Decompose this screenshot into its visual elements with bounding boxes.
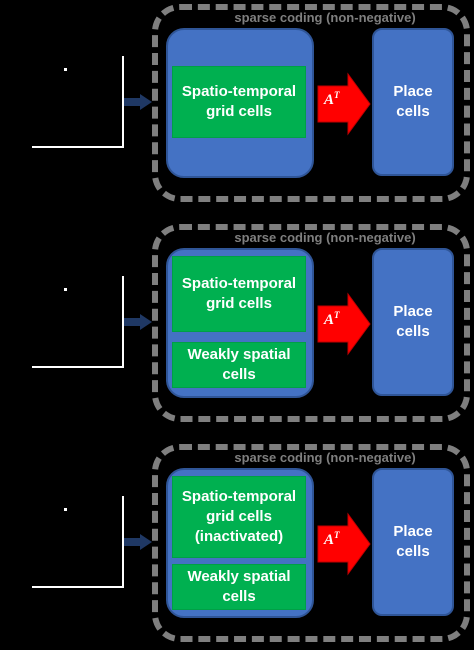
position-dot [64,508,67,511]
input-trajectory-plot [32,276,124,368]
grid-cells-label: Spatio-temporal grid cells (inactivated) [181,488,297,545]
place-cells-label: Place cells [393,303,433,340]
operator-label: AT [324,310,340,328]
input-arrow-icon [124,314,152,330]
panel-1: sparse coding (non-negative) Spatio-temp… [0,0,474,210]
input-arrow-icon [124,534,152,550]
plot-axis-vertical [122,56,124,148]
plot-axis-vertical [122,276,124,368]
frame-title: sparse coding (non-negative) [234,450,416,465]
place-cells-box: Place cells [372,468,454,616]
frame-title: sparse coding (non-negative) [234,230,416,245]
plot-axis-vertical [122,496,124,588]
red-arrow-icon [317,72,371,136]
input-trajectory-plot [32,496,124,588]
input-trajectory-plot [32,56,124,148]
input-arrow-icon [124,94,152,110]
plot-axis-horizontal [32,366,124,368]
grid-cells-box: Spatio-temporal grid cells (inactivated) [172,476,306,558]
panel-3: sparse coding (non-negative) Spatio-temp… [0,440,474,650]
position-dot [64,68,67,71]
sparse-coding-frame [152,224,470,422]
grid-cells-label: Spatio-temporal grid cells [181,83,297,120]
sparse-coding-frame [152,4,470,202]
weakly-spatial-label: Weakly spatial cells [187,346,291,383]
place-cells-box: Place cells [372,28,454,176]
plot-axis-horizontal [32,146,124,148]
position-dot [64,288,67,291]
operator-label: AT [324,90,340,108]
red-arrow-icon [317,512,371,576]
grid-cells-label: Spatio-temporal grid cells [181,275,297,312]
weakly-spatial-box: Weakly spatial cells [172,342,306,388]
weakly-spatial-box: Weakly spatial cells [172,564,306,610]
red-arrow-icon [317,292,371,356]
place-cells-box: Place cells [372,248,454,396]
place-cells-label: Place cells [393,523,433,560]
weakly-spatial-label: Weakly spatial cells [187,568,291,605]
grid-cells-box: Spatio-temporal grid cells [172,256,306,332]
sparse-coding-frame [152,444,470,642]
grid-cells-box: Spatio-temporal grid cells [172,66,306,138]
plot-axis-horizontal [32,586,124,588]
frame-title: sparse coding (non-negative) [234,10,416,25]
place-cells-label: Place cells [393,83,433,120]
panel-2: sparse coding (non-negative) Spatio-temp… [0,220,474,430]
operator-label: AT [324,530,340,548]
